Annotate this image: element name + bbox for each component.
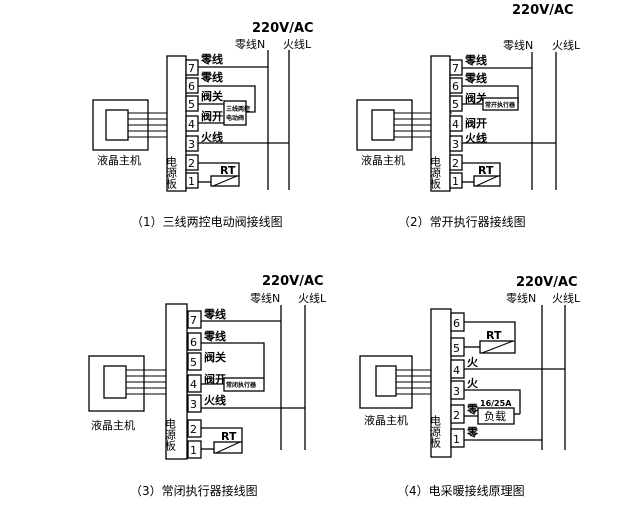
svg-text:6: 6 — [452, 80, 459, 93]
d1-t3-label: 火线 — [201, 130, 223, 144]
svg-text:电动阀: 电动阀 — [226, 114, 244, 122]
svg-text:火: 火 — [467, 377, 479, 390]
d3-actuator-device — [223, 377, 265, 392]
svg-text:阀开: 阀开 — [204, 372, 226, 386]
svg-text:零线: 零线 — [203, 307, 226, 321]
svg-text:RT: RT — [220, 164, 236, 177]
svg-text:阀关: 阀关 — [204, 350, 226, 364]
svg-text:三线两控: 三线两控 — [226, 105, 250, 113]
svg-text:火线L: 火线L — [552, 291, 581, 305]
svg-text:阀关: 阀关 — [465, 91, 487, 105]
svg-text:5: 5 — [452, 98, 459, 111]
svg-text:常闭执行器: 常闭执行器 — [226, 381, 257, 389]
d1-voltage-label: 220V/AC — [252, 21, 314, 36]
svg-text:2: 2 — [453, 409, 460, 422]
svg-text:RT: RT — [478, 164, 494, 177]
svg-text:RT: RT — [486, 329, 502, 342]
diagram-4: 220V/AC 零线N 火线L 液晶主机 电源板 6 5 4 3 2 1 RT — [359, 275, 581, 498]
svg-text:1: 1 — [188, 175, 195, 188]
d1-board-label: 电源板 — [165, 156, 178, 190]
svg-text:5: 5 — [453, 342, 460, 355]
svg-text:火线: 火线 — [204, 393, 226, 407]
svg-text:3: 3 — [452, 138, 459, 151]
svg-text:火: 火 — [467, 356, 479, 369]
svg-text:3: 3 — [190, 398, 197, 411]
svg-text:7: 7 — [188, 62, 195, 75]
svg-text:零: 零 — [466, 403, 479, 416]
svg-text:零线N: 零线N — [503, 38, 533, 52]
svg-text:电源板: 电源板 — [164, 418, 177, 452]
svg-text:RT: RT — [221, 430, 237, 443]
svg-text:3: 3 — [188, 138, 195, 151]
svg-text:阀开: 阀开 — [465, 116, 487, 130]
d1-live-label: 火线L — [283, 37, 312, 51]
svg-text:4: 4 — [452, 118, 459, 131]
svg-text:6: 6 — [188, 80, 195, 93]
d3-caption: （3）常闭执行器接线图 — [130, 483, 258, 498]
svg-text:2: 2 — [188, 157, 195, 170]
svg-text:火线L: 火线L — [298, 291, 327, 305]
svg-text:液晶主机: 液晶主机 — [361, 153, 405, 167]
d1-host-label: 液晶主机 — [97, 153, 141, 167]
svg-text:零线N: 零线N — [250, 291, 280, 305]
d1-caption: （1）三线两控电动阀接线图 — [131, 214, 283, 229]
svg-text:7: 7 — [190, 314, 197, 327]
svg-text:1: 1 — [453, 433, 460, 446]
svg-text:液晶主机: 液晶主机 — [91, 418, 135, 432]
d1-t5-label: 阀关 — [201, 89, 223, 103]
svg-text:零线: 零线 — [464, 71, 487, 85]
d1-neutral-label: 零线N — [235, 37, 265, 51]
svg-text:220V/AC: 220V/AC — [512, 3, 574, 18]
svg-text:220V/AC: 220V/AC — [516, 275, 578, 290]
svg-text:5: 5 — [188, 98, 195, 111]
svg-text:1: 1 — [190, 444, 197, 457]
d1-lcd-connector — [105, 109, 129, 141]
d2-caption: （2）常开执行器接线图 — [398, 214, 526, 229]
svg-text:6: 6 — [190, 336, 197, 349]
svg-text:电源板: 电源板 — [429, 156, 442, 190]
svg-text:7: 7 — [452, 62, 459, 75]
diagram-3: 220V/AC 零线N 火线L 液晶主机 电源板 7 6 5 4 3 2 1 零… — [88, 274, 327, 498]
svg-text:火线L: 火线L — [552, 38, 581, 52]
svg-text:2: 2 — [190, 423, 197, 436]
svg-text:常开执行器: 常开执行器 — [485, 101, 516, 109]
svg-text:220V/AC: 220V/AC — [262, 274, 324, 289]
d1-t4-label: 阀开 — [201, 109, 223, 123]
svg-text:2: 2 — [452, 157, 459, 170]
d2-actuator-device — [482, 97, 519, 111]
svg-text:5: 5 — [190, 356, 197, 369]
svg-text:6: 6 — [453, 317, 460, 330]
svg-text:16/25A: 16/25A — [480, 399, 512, 408]
d1-t6-label: 零线 — [200, 70, 223, 84]
svg-text:零线: 零线 — [203, 329, 226, 343]
svg-text:4: 4 — [188, 118, 195, 131]
svg-text:4: 4 — [453, 364, 460, 377]
diagram-2: 220V/AC 零线N 火线L 液晶主机 电源板 7 6 5 4 3 2 1 零… — [356, 3, 581, 229]
d1-valve-device — [223, 100, 247, 126]
diagram-1: 220V/AC 零线N 火线L 液晶主机 电源板 7 6 5 4 3 2 1 零… — [92, 21, 314, 229]
d1-t7-label: 零线 — [200, 52, 223, 66]
svg-text:零线: 零线 — [464, 53, 487, 67]
d4-caption: （4）电采暖接线原理图 — [397, 483, 525, 498]
svg-text:零: 零 — [466, 426, 479, 439]
svg-text:火线: 火线 — [465, 131, 487, 145]
svg-text:液晶主机: 液晶主机 — [364, 413, 408, 427]
d4-load — [477, 407, 515, 425]
svg-text:负载: 负载 — [484, 409, 506, 423]
svg-text:3: 3 — [453, 385, 460, 398]
d1-terminals: 7 6 5 4 3 2 1 — [185, 59, 199, 189]
svg-text:零线N: 零线N — [506, 291, 536, 305]
svg-text:电源板: 电源板 — [429, 415, 442, 449]
svg-text:4: 4 — [190, 378, 197, 391]
svg-text:1: 1 — [452, 175, 459, 188]
